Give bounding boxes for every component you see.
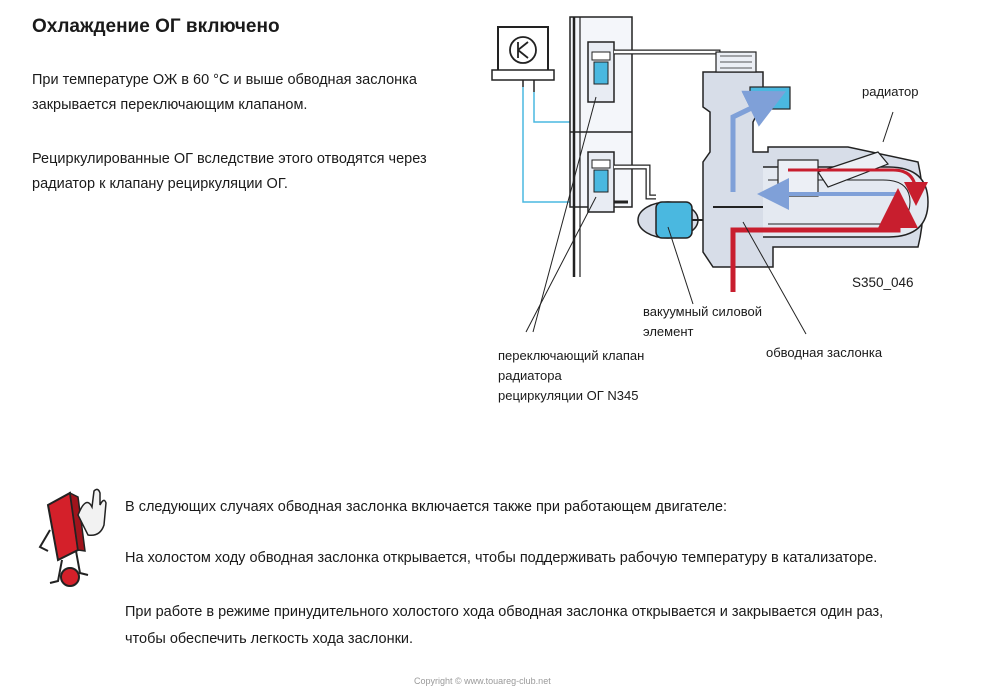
note-overrun: При работе в режиме принудительного холо…: [125, 604, 884, 647]
exclamation-hand-icon: [38, 488, 107, 587]
label-radiator: радиатор: [862, 84, 919, 99]
figure-code: S350_046: [852, 275, 914, 290]
vacuum-actuator-icon: [637, 201, 713, 239]
label-bypass-flap: обводная заслонка: [766, 345, 883, 360]
note-intro: В следующих случаях обводная заслонка вк…: [125, 499, 728, 515]
copyright-footer: Copyright © www.touareg-club.net: [414, 676, 551, 686]
egr-cooler-diagram: [491, 16, 929, 335]
label-vacuum-actuator: вакуумный силовой элемент: [643, 304, 762, 339]
valve-block: [569, 16, 633, 277]
egr-paragraph: Рециркулированные ОГ вследствие этого от…: [32, 151, 427, 192]
intro-paragraph: При температуре ОЖ в 60 °C и выше обводн…: [32, 72, 417, 113]
page-title: Охлаждение ОГ включено: [32, 16, 280, 37]
control-unit-icon: [491, 26, 555, 92]
note-idle: На холостом ходу обводная заслонка откры…: [125, 550, 878, 566]
label-switch-valve: переключающий клапан радиатора рециркуля…: [498, 348, 645, 403]
